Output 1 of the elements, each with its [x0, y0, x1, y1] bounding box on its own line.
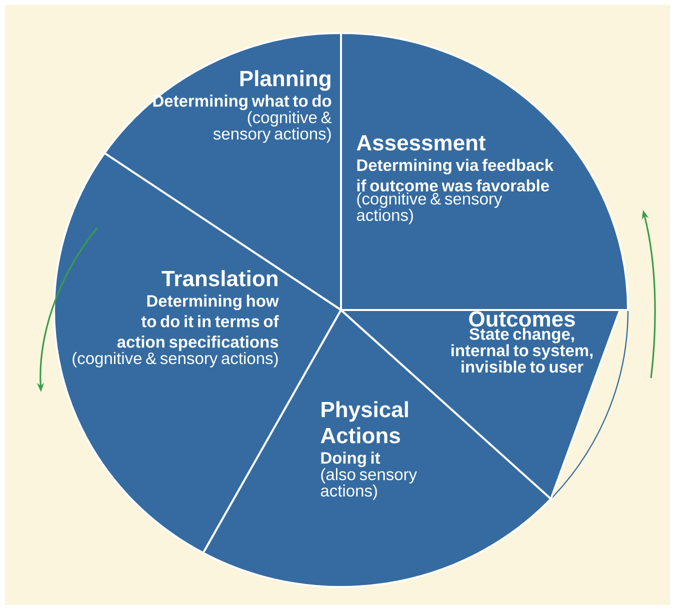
pie-slice: Assessment Determining via feedback if outcome was favorable (cognitive & sensory actions): [340, 32, 629, 311]
